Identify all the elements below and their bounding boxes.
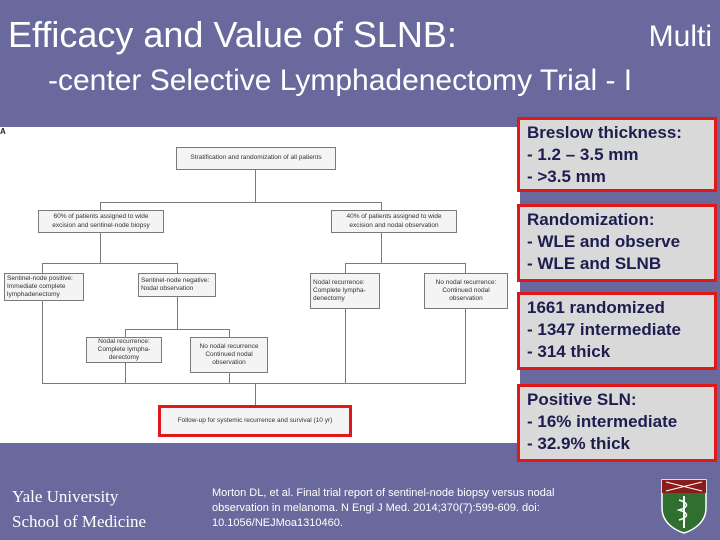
connector (100, 202, 101, 210)
callout-line: - >3.5 mm (527, 167, 606, 187)
connector (125, 329, 230, 330)
sn-no-nodal-recurrence-box: No nodal recurrence Continued nodal obse… (190, 337, 268, 373)
arm-observation-box: 40% of patients assigned to wide excisio… (331, 210, 457, 233)
callout-line: - 1.2 – 3.5 mm (527, 145, 639, 165)
sn-negative-box: Sentinel-node negative: Nodal observatio… (138, 273, 216, 297)
connector (465, 263, 466, 273)
connector (125, 363, 126, 383)
connector (177, 263, 178, 273)
followup-box: Follow-up for systemic recurrence and su… (158, 405, 352, 437)
connector (42, 301, 43, 383)
connector (255, 383, 256, 405)
callout-line: Positive SLN: (527, 390, 637, 409)
connector (229, 329, 230, 337)
callout-enrollment: 1661 randomized - 1347 intermediate - 31… (517, 292, 717, 370)
callout-breslow-thickness: Breslow thickness: - 1.2 – 3.5 mm - >3.5… (517, 117, 717, 192)
callout-line: - 1347 intermediate (527, 320, 682, 340)
connector (100, 202, 382, 203)
callout-line: Randomization: (527, 210, 655, 229)
connector (229, 373, 230, 383)
connector (381, 202, 382, 210)
callout-line: - WLE and SLNB (527, 254, 662, 274)
callout-line: Breslow thickness: (527, 123, 682, 142)
callout-line: - WLE and observe (527, 232, 681, 252)
slide-title-line1-right: Multi (648, 20, 712, 53)
citation-text: Morton DL, et al. Final trial report of … (212, 487, 555, 529)
callout-positive-sln: Positive SLN: - 16% intermediate - 32.9%… (517, 384, 717, 462)
connector (125, 329, 126, 337)
connector (42, 383, 466, 384)
obs-nodal-recurrence-box: Nodal recurrence: Complete lympha-denect… (310, 273, 380, 309)
callout-line: - 314 thick (527, 342, 611, 362)
connector (42, 263, 178, 264)
connector (381, 233, 382, 263)
institution-school: School of Medicine (12, 512, 147, 531)
connector (345, 263, 346, 273)
connector (100, 233, 101, 263)
callout-randomization: Randomization: - WLE and observe - WLE a… (517, 204, 717, 282)
yale-medicine-shield-icon (661, 479, 707, 534)
panel-label: A (0, 127, 6, 136)
connector (345, 263, 466, 264)
connector (177, 297, 178, 329)
slide-title-line1: Efficacy and Value of SLNB: (8, 14, 457, 55)
callout-line: - 32.9% thick (527, 434, 630, 454)
slide-title-line2: -center Selective Lymphadenectomy Trial … (48, 64, 633, 97)
connector (255, 170, 256, 202)
callout-line: 1661 randomized (527, 298, 665, 317)
sn-nodal-recurrence-box: Nodal recurrence: Complete lympha-derect… (86, 337, 162, 363)
sn-positive-box: Sentinel-node positive: Immediate comple… (4, 273, 84, 301)
obs-no-nodal-recurrence-box: No nodal recurrence: Continued nodal obs… (424, 273, 508, 309)
connector (42, 263, 43, 273)
callout-line: - 16% intermediate (527, 412, 678, 432)
arm-slnb-box: 60% of patients assigned to wide excisio… (38, 210, 164, 233)
trial-flow-diagram: A Stratification and randomization of al… (0, 127, 520, 443)
connector (345, 309, 346, 383)
institution-name: Yale University (12, 487, 119, 506)
stratification-box: Stratification and randomization of all … (176, 147, 336, 170)
connector (465, 309, 466, 383)
